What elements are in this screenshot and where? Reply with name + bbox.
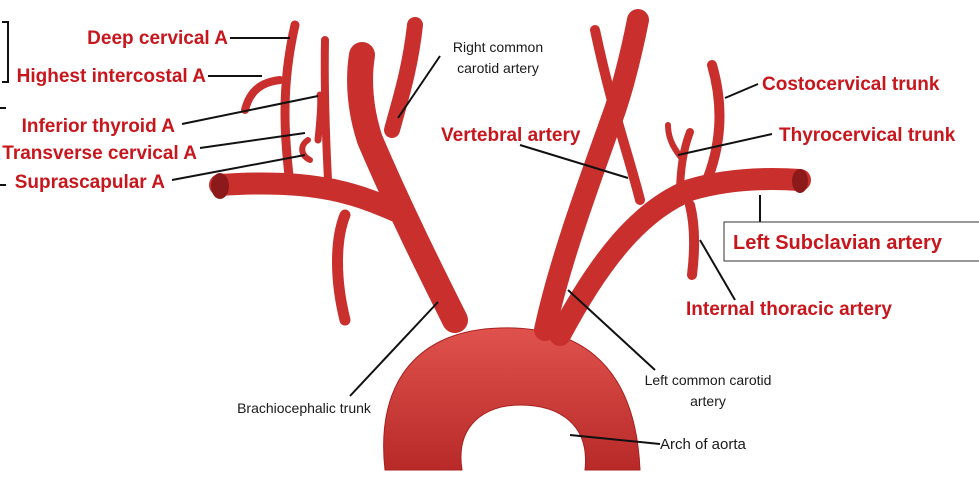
label-internal-thoracic: Internal thoracic artery — [686, 299, 892, 320]
right-deep-cervical-vessel — [280, 20, 300, 190]
label-arch-of-aorta: Arch of aorta — [660, 436, 747, 453]
leader-right-common-carotid — [397, 55, 441, 119]
arch-of-aorta-vessel — [383, 327, 641, 471]
label-inferior-thyroid: Inferior thyroid A — [22, 116, 176, 137]
leader-thyrocervical — [677, 133, 773, 156]
left-internal-thoracic-vessel — [685, 200, 700, 280]
arteries — [209, 9, 811, 471]
leader-inferior-thyroid — [181, 95, 319, 125]
right-subclavian-cut-end — [211, 173, 229, 199]
leader-left-common-carotid — [567, 289, 656, 371]
label-left-common-carotid-line1: Left common carotid — [645, 372, 772, 388]
left-subclavian-label-box — [723, 221, 979, 262]
right-highest-intercostal-vessel — [241, 76, 284, 114]
right-vertebral-vessel — [320, 36, 332, 184]
label-deep-cervical: Deep cervical A — [87, 28, 228, 49]
left-common-carotid-vessel — [534, 9, 649, 341]
left-vertebral-vessel — [590, 25, 645, 205]
left-thyrocervical-branch — [665, 122, 686, 163]
right-subclavian-vessel — [209, 172, 416, 226]
leader-vertebral — [519, 144, 629, 179]
right-internal-thoracic-vessel — [332, 209, 351, 326]
label-thyrocervical: Thyrocervical trunk — [779, 125, 956, 146]
brachiocephalic-trunk-vessel — [347, 42, 468, 333]
left-costocervical-vessel — [700, 60, 725, 190]
label-left-common-carotid-line2: artery — [690, 393, 726, 409]
leader-brachiocephalic — [349, 301, 439, 397]
label-highest-intercostal: Highest intercostal A — [17, 66, 207, 87]
labels: Deep cervical A Highest intercostal A In… — [2, 28, 955, 453]
leader-suprascapular — [171, 154, 306, 181]
label-costocervical: Costocervical trunk — [762, 74, 940, 95]
leader-internal-thoracic — [699, 239, 736, 301]
label-brachiocephalic: Brachiocephalic trunk — [237, 400, 372, 416]
right-transverse-cervical-vessel — [299, 137, 313, 163]
group-bracket-ticks — [0, 107, 6, 186]
leader-arch-of-aorta — [569, 434, 661, 445]
left-subclavian-cut-end — [792, 169, 808, 193]
right-common-carotid-vessel — [384, 17, 423, 138]
leader-costocervical — [724, 83, 759, 99]
label-right-common-carotid-line1: Right common — [453, 39, 543, 55]
leader-lines — [171, 37, 773, 445]
right-inferior-thyroid-vessel — [314, 91, 325, 144]
label-right-common-carotid-line2: carotid artery — [457, 60, 539, 76]
leader-transverse-cervical — [199, 132, 306, 149]
group-bracket — [2, 21, 9, 83]
label-transverse-cervical: Transverse cervical A — [2, 143, 197, 164]
label-left-subclavian: Left Subclavian artery — [733, 232, 943, 254]
label-suprascapular: Suprascapular A — [15, 172, 166, 193]
label-vertebral: Vertebral artery — [441, 125, 581, 146]
